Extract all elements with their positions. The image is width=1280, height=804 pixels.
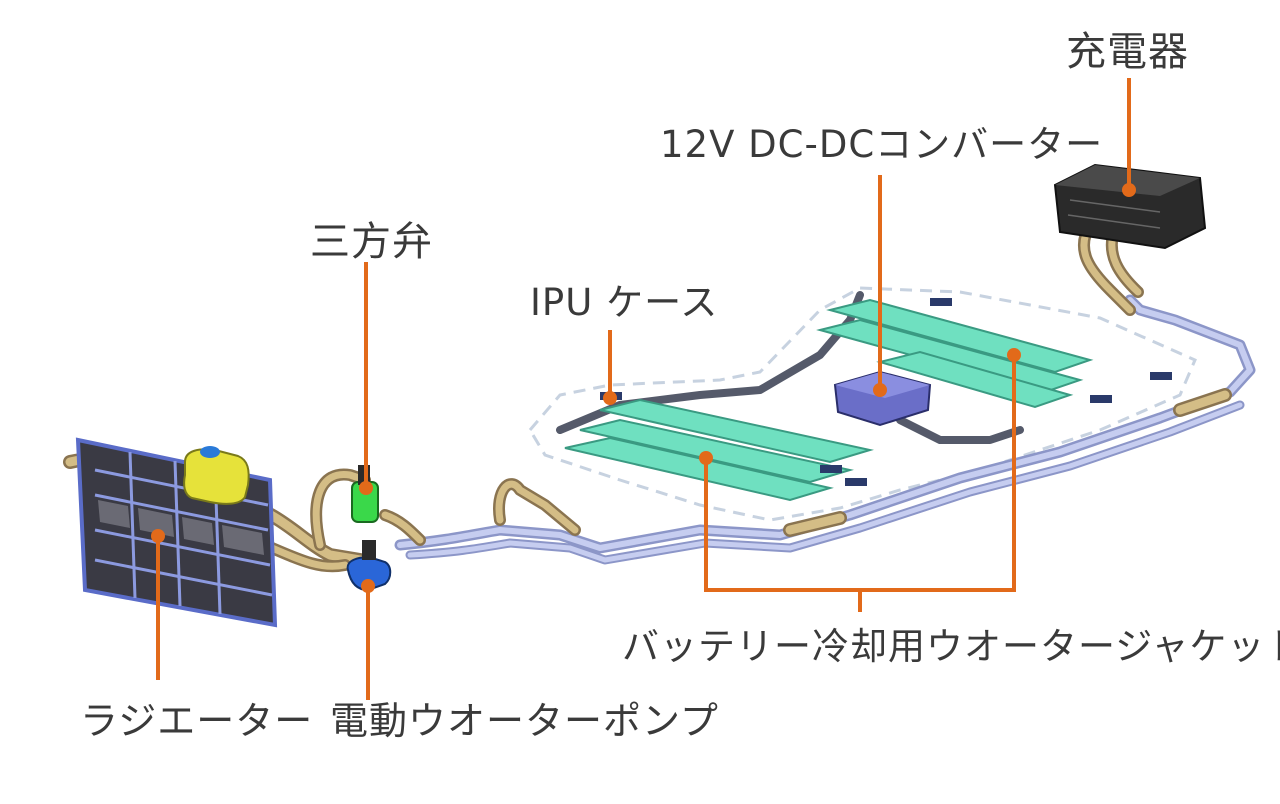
label-charger: 充電器 bbox=[1066, 29, 1189, 75]
label-dc-dc-converter: 12V DC-DCコンバーター bbox=[660, 123, 1104, 166]
dot-ipu-case bbox=[603, 391, 617, 405]
leader-lines bbox=[156, 78, 1131, 700]
hoses bbox=[63, 219, 1232, 573]
dot-water-jacket-right bbox=[1007, 348, 1021, 362]
label-radiator: ラジエーター bbox=[80, 699, 314, 743]
dot-dcdc bbox=[873, 383, 887, 397]
dc-dc-converter bbox=[833, 370, 932, 427]
label-three-way-valve: 三方弁 bbox=[310, 219, 433, 265]
dot-three-way-valve bbox=[359, 481, 373, 495]
dot-radiator bbox=[151, 529, 165, 543]
dot-water-jacket-left bbox=[699, 451, 713, 465]
label-ipu-case: IPU ケース bbox=[530, 281, 719, 324]
leader-dots bbox=[151, 183, 1136, 593]
label-electric-water-pump: 電動ウオーターポンプ bbox=[330, 699, 719, 743]
dot-pump bbox=[361, 579, 375, 593]
label-water-jacket: バッテリー冷却用ウオータージャケット bbox=[622, 625, 1280, 668]
ipu-case-outline bbox=[528, 286, 1197, 522]
leader-water-jacket bbox=[704, 355, 1016, 612]
electric-water-pump bbox=[346, 540, 392, 592]
coolant-reservoir bbox=[183, 446, 250, 505]
dot-charger bbox=[1122, 183, 1136, 197]
